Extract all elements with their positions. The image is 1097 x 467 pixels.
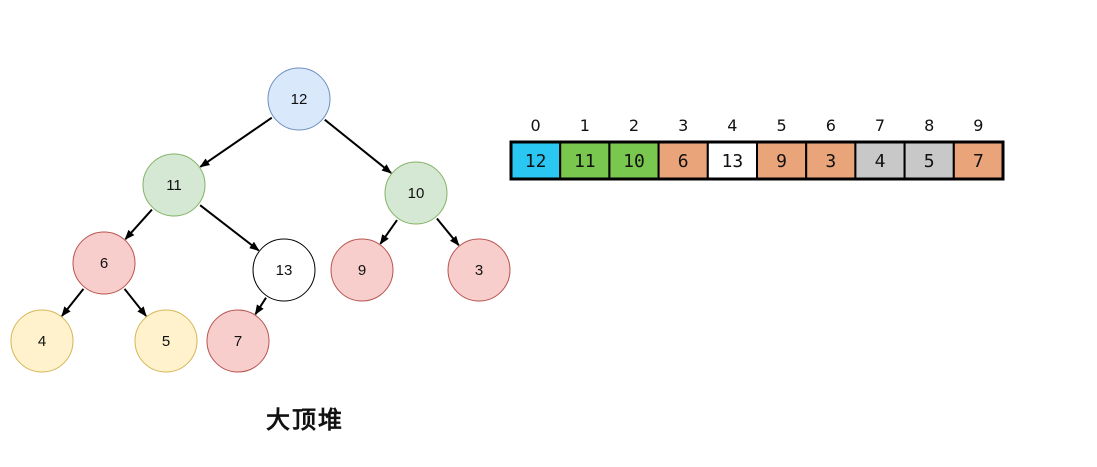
array-cell-value: 5: [924, 151, 935, 172]
tree-node: 4: [10, 309, 74, 373]
diagram-caption: 大顶堆: [266, 405, 344, 434]
tree-node-label: 12: [291, 91, 308, 108]
tree-edge-arrow: [123, 288, 147, 317]
tree-edge-arrow: [436, 217, 460, 247]
tree-edge-arrow: [199, 204, 260, 252]
tree-node-circle: [206, 309, 270, 373]
array-cell-value: 4: [875, 151, 886, 172]
array-cell-value: 13: [722, 151, 744, 172]
array-cell-value: 11: [574, 151, 596, 172]
tree-node: 9: [330, 238, 394, 302]
tree-node-circle: [10, 309, 74, 373]
tree-node: 10: [384, 161, 448, 225]
tree-edge-arrow: [124, 208, 153, 240]
array-cell: [952, 141, 1004, 180]
array-cell-value: 7: [973, 151, 984, 172]
tree-node: 12: [267, 67, 331, 131]
tree-edge-arrow: [199, 116, 273, 168]
array-index-label: 0: [531, 116, 541, 135]
tree-edge-arrow: [61, 288, 85, 317]
array-cell-value: 9: [776, 151, 787, 172]
tree-edge-arrow: [324, 118, 392, 174]
tree-node-label: 13: [276, 262, 293, 279]
tree-node-circle: [384, 161, 448, 225]
tree-node-label: 3: [475, 262, 483, 279]
tree-node-label: 9: [358, 262, 366, 279]
array-index-label: 9: [973, 116, 983, 135]
tree-edges: [61, 116, 460, 317]
tree-node: 5: [134, 309, 198, 373]
tree-node: 7: [206, 309, 270, 373]
tree-node-label: 4: [38, 333, 46, 350]
tree-node-circle: [142, 153, 206, 217]
array-border: [509, 140, 1005, 181]
tree-edge-arrow: [254, 297, 267, 315]
array-cell-value: 12: [525, 151, 547, 172]
tree-node-label: 6: [100, 255, 108, 272]
array-index-label: 1: [580, 116, 590, 135]
array-index-label: 2: [629, 116, 639, 135]
tree-node-label: 11: [166, 177, 182, 194]
tree-node: 13: [252, 238, 316, 302]
tree-node-label: 7: [234, 333, 242, 350]
tree-edge-arrow: [379, 219, 398, 245]
tree-node-circle: [134, 309, 198, 373]
array-index-label: 6: [826, 116, 836, 135]
tree-node-circle: [447, 238, 511, 302]
array-index-label: 5: [777, 116, 787, 135]
array-cell: [608, 141, 660, 180]
tree-nodes: 12 11 10 6 13 9 3 4 5 7: [10, 67, 511, 373]
array-cell-value: 6: [678, 151, 689, 172]
array-index-label: 3: [678, 116, 688, 135]
tree-node-circle: [72, 231, 136, 295]
tree-node: 11: [142, 153, 206, 217]
tree-node-circle: [252, 238, 316, 302]
array-cell-value: 3: [825, 151, 836, 172]
array-index-label: 8: [924, 116, 934, 135]
tree-node: 3: [447, 238, 511, 302]
tree-node-circle: [267, 67, 331, 131]
array-index-label: 7: [875, 116, 885, 135]
tree-node-label: 10: [408, 185, 425, 202]
array-cell-value: 10: [623, 151, 645, 172]
tree-node: 6: [72, 231, 136, 295]
array-cell: [854, 141, 906, 180]
array-index-label: 4: [727, 116, 737, 135]
tree-node-label: 5: [162, 333, 170, 350]
tree-node-circle: [330, 238, 394, 302]
